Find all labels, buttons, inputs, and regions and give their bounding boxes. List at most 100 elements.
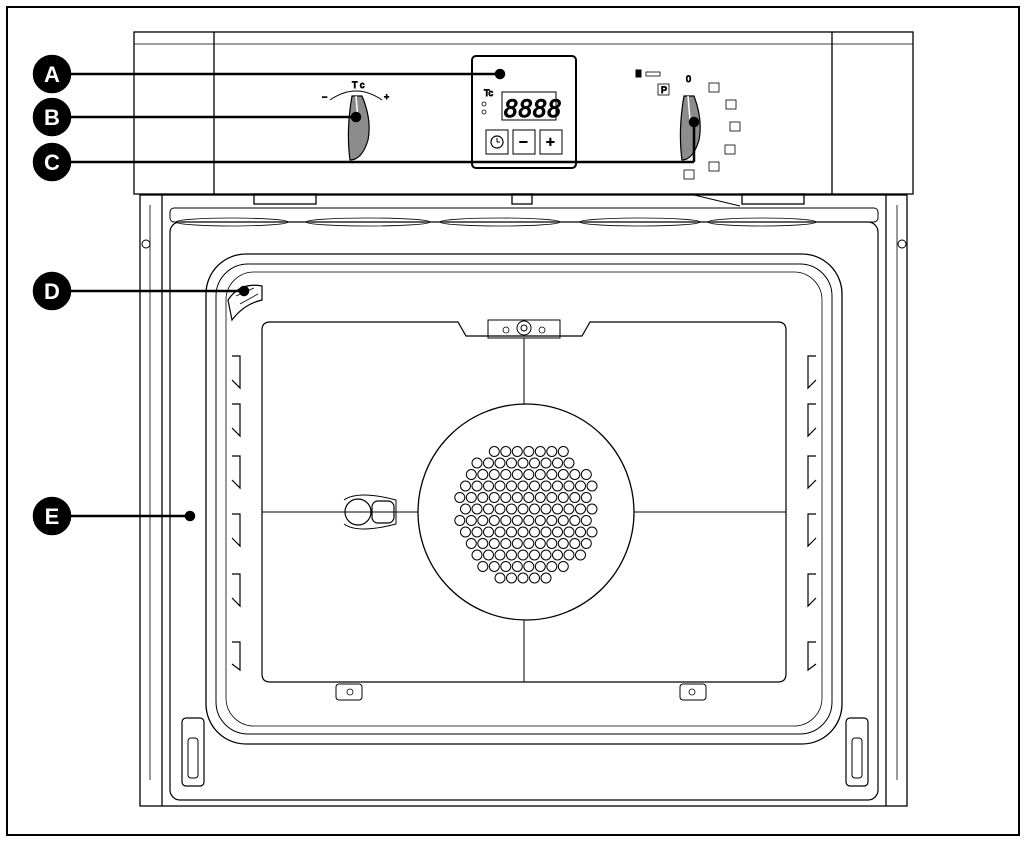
fan-hole bbox=[483, 526, 494, 538]
fan-hole bbox=[552, 503, 563, 515]
fan-hole bbox=[506, 549, 517, 561]
fan-hole bbox=[580, 469, 592, 480]
fan-hole bbox=[500, 469, 512, 480]
fan-hole bbox=[569, 538, 581, 549]
fan-hole bbox=[494, 480, 506, 492]
clock-icon bbox=[490, 135, 504, 149]
fan-hole bbox=[477, 492, 489, 503]
fan-hole bbox=[494, 549, 506, 561]
fan-hole bbox=[483, 503, 494, 515]
fan-hole bbox=[557, 492, 569, 503]
fan-hole bbox=[511, 538, 523, 549]
minus-button[interactable] bbox=[512, 129, 536, 155]
fan-hole bbox=[529, 549, 540, 561]
fan-hole bbox=[552, 549, 563, 561]
fan-hole bbox=[517, 572, 529, 584]
fan-hole bbox=[569, 492, 581, 503]
fan-hole bbox=[511, 561, 523, 572]
function-icon-5 bbox=[708, 161, 720, 172]
fan-hole bbox=[580, 515, 592, 526]
display-digits: 8888 bbox=[504, 95, 562, 123]
fan-hole bbox=[580, 492, 592, 503]
fan-hole bbox=[460, 503, 471, 515]
oven-cavity bbox=[205, 253, 843, 745]
fan-hole bbox=[552, 480, 563, 492]
function-p-label: P bbox=[661, 85, 667, 95]
fan-hole bbox=[534, 492, 546, 503]
fan-hole bbox=[534, 469, 546, 480]
fan-hole bbox=[552, 457, 563, 469]
callout-d bbox=[32, 271, 72, 311]
fan-hole bbox=[563, 457, 575, 469]
oven-body bbox=[139, 194, 908, 807]
fan-hole bbox=[529, 503, 540, 515]
fan-hole bbox=[500, 515, 512, 526]
fan-hole bbox=[557, 469, 569, 480]
fan-hole bbox=[483, 549, 494, 561]
fan-hole bbox=[454, 515, 466, 526]
temperature-knob[interactable]: − + T c bbox=[322, 80, 390, 161]
fan-hole bbox=[511, 446, 523, 457]
fan-hole bbox=[563, 526, 575, 538]
callout-c bbox=[32, 142, 72, 182]
fan-hole bbox=[523, 515, 535, 526]
fan-hole bbox=[540, 480, 552, 492]
fan-hole bbox=[517, 480, 529, 492]
fan-hole bbox=[500, 561, 512, 572]
fan-hole bbox=[517, 503, 529, 515]
fan-hole bbox=[540, 457, 552, 469]
fan-hole bbox=[586, 503, 598, 515]
callouts bbox=[32, 54, 700, 536]
fan-hole bbox=[563, 503, 575, 515]
display-side-label: Tc bbox=[484, 88, 494, 98]
fan-hole bbox=[471, 526, 483, 538]
fan-hole bbox=[575, 503, 586, 515]
fan-hole bbox=[506, 526, 517, 538]
fan-hole bbox=[523, 446, 535, 457]
callout-d-letter: D bbox=[44, 279, 60, 304]
function-zero-label: 0 bbox=[686, 74, 691, 84]
fan-hole bbox=[488, 446, 500, 457]
temp-plus-label: + bbox=[384, 92, 389, 102]
fan-hole bbox=[494, 503, 506, 515]
fan-hole bbox=[540, 549, 552, 561]
plus-button[interactable] bbox=[539, 129, 563, 155]
fan-hole bbox=[546, 538, 558, 549]
callout-b bbox=[32, 97, 72, 137]
fan-hole bbox=[523, 561, 535, 572]
digital-display: 8888 Tc − + bbox=[471, 55, 577, 169]
fan-hole bbox=[557, 538, 569, 549]
fan-hole bbox=[506, 503, 517, 515]
function-icon-3 bbox=[729, 121, 741, 132]
fan-hole bbox=[546, 446, 558, 457]
callout-e-letter: E bbox=[45, 504, 60, 529]
fan-hole bbox=[529, 457, 540, 469]
fan-hole bbox=[500, 538, 512, 549]
fan-hole bbox=[506, 480, 517, 492]
fan-hole bbox=[523, 492, 535, 503]
fan-hole bbox=[471, 503, 483, 515]
fan-hole bbox=[563, 549, 575, 561]
fan-hole bbox=[575, 549, 586, 561]
fan-hole bbox=[540, 572, 552, 584]
fan-hole bbox=[488, 561, 500, 572]
fan-hole bbox=[500, 446, 512, 457]
fan-hole bbox=[465, 492, 477, 503]
fan-hole bbox=[546, 469, 558, 480]
fan-hole bbox=[586, 526, 598, 538]
fan-hole bbox=[465, 538, 477, 549]
lock-icon bbox=[635, 69, 642, 78]
fan-hole bbox=[454, 492, 466, 503]
fan-hole bbox=[523, 469, 535, 480]
fan-hole bbox=[477, 515, 489, 526]
callout-a-letter: A bbox=[44, 62, 60, 87]
shelf-runners bbox=[231, 355, 817, 672]
fan-hole bbox=[488, 538, 500, 549]
fan-hole bbox=[471, 457, 483, 469]
fan-hole bbox=[529, 572, 540, 584]
function-icon-6 bbox=[683, 169, 695, 180]
fan-hole bbox=[465, 469, 477, 480]
fan-hole bbox=[488, 469, 500, 480]
fan-hole bbox=[546, 492, 558, 503]
fan-hole bbox=[460, 526, 471, 538]
